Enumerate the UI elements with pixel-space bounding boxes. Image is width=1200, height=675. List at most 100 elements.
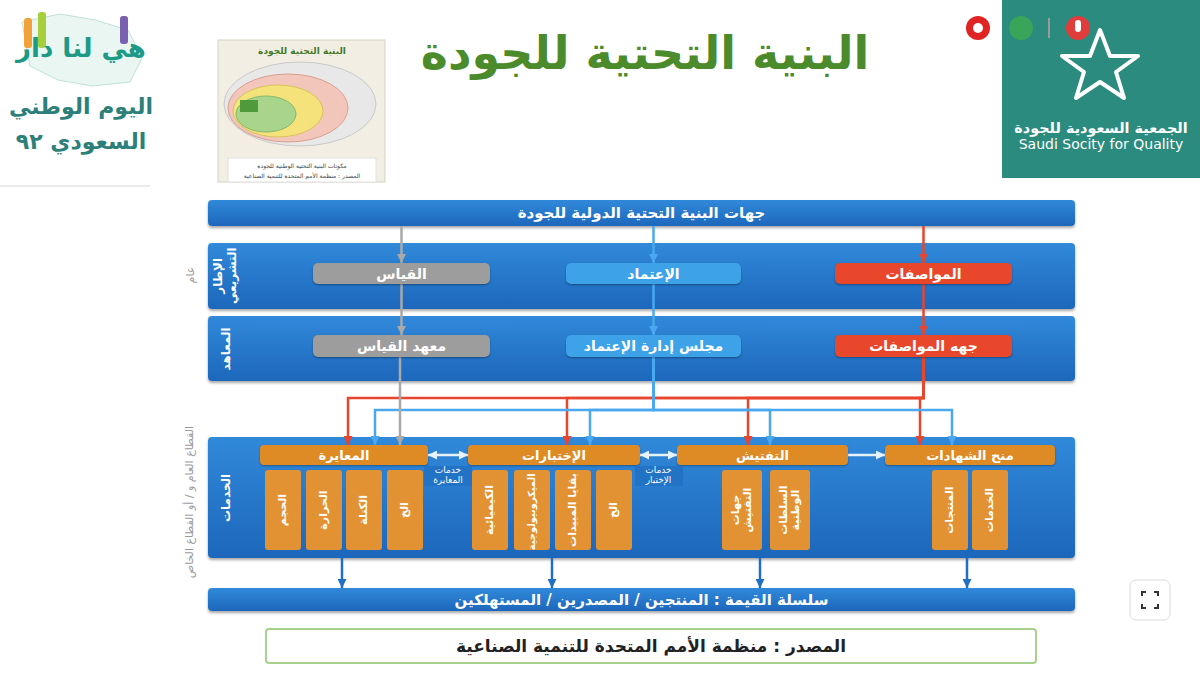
- connector: [348, 357, 924, 445]
- tier-label-slot: الخدمات: [210, 437, 242, 558]
- stats-icon: [1009, 16, 1033, 40]
- thumb-frame: [218, 40, 385, 182]
- node-label: السلطات الوطنية: [778, 473, 802, 547]
- node-label: التفتيش: [736, 448, 789, 463]
- node-label: الإختبارات: [522, 448, 586, 463]
- connector: [551, 558, 554, 588]
- tier-label: الخدمات: [219, 440, 233, 555]
- service-column: الحجم: [265, 470, 301, 550]
- logo-text: البنية التحتية للجودة: [258, 46, 346, 56]
- connector-label: خدمات الإختبار: [635, 466, 683, 486]
- service-column: السلطات الوطنية: [770, 470, 810, 550]
- node-label: الخ: [608, 473, 620, 547]
- service-column: جهات التفتيش: [722, 470, 762, 550]
- separator: [1048, 18, 1050, 38]
- connector: [922, 284, 925, 335]
- node-label: المنتجات: [944, 473, 956, 547]
- service-column: الحرارة: [306, 470, 342, 550]
- node-label: جهه المواصفات: [869, 338, 978, 354]
- connector: [922, 226, 925, 263]
- node-label: جهات البنية التحتية الدولية للجودة: [518, 204, 766, 222]
- service-column: الكيميائية: [472, 470, 508, 550]
- record-icon: [966, 16, 990, 40]
- connector: [654, 357, 771, 445]
- service-column: الخ: [596, 470, 632, 550]
- service-header: منح الشهادات: [885, 445, 1055, 465]
- logo-text: هي لنا دار: [16, 33, 146, 63]
- accreditation-box: الإعتماد: [566, 263, 741, 284]
- toolbar-icons: [966, 16, 1090, 40]
- connector: [652, 284, 655, 335]
- mic-icon: [1075, 20, 1081, 32]
- service-column: الخدمات: [972, 470, 1008, 550]
- mic-icon: [1066, 16, 1090, 40]
- connector: [920, 357, 924, 445]
- expand-glyph: [1142, 592, 1158, 608]
- logo-ground: [1002, 0, 1200, 178]
- standards-box: المواصفات: [835, 263, 1012, 284]
- star-outline: [1062, 30, 1138, 98]
- connector: [966, 558, 969, 588]
- divider: [0, 186, 150, 187]
- expand-button: [1130, 580, 1170, 620]
- node-label: معهد القياس: [357, 338, 446, 354]
- label-slot: عام: [180, 250, 202, 300]
- connector: [400, 226, 403, 263]
- logo-text: اليوم الوطني: [9, 94, 153, 119]
- connector: [375, 357, 654, 445]
- tier-band: المعاهدجهه المواصفاتمجلس إدارة الإعتمادم…: [208, 316, 1075, 381]
- node-label: بقايا المبيدات: [567, 473, 579, 547]
- node-label: الحرارة: [318, 473, 330, 547]
- service-header: الإختبارات: [468, 445, 640, 465]
- connector: [759, 558, 762, 588]
- service-header: التفتيش: [677, 445, 848, 465]
- node-label: المواصفات: [886, 266, 962, 282]
- connector: [567, 357, 924, 445]
- thumb-ring: [228, 74, 348, 142]
- connector: [848, 454, 885, 457]
- metrology-box: القياس: [313, 263, 490, 284]
- label-slot: مكونات البنية التحتية الوطنية للجودة: [230, 160, 374, 170]
- label-slot: اليوم الوطني: [8, 90, 154, 122]
- connector: [399, 357, 402, 445]
- connector: [640, 454, 677, 457]
- node-label: الخ: [399, 473, 411, 547]
- node-label: القياس: [376, 266, 426, 282]
- thumb-ring: [233, 85, 323, 137]
- node-label: سلسلة القيمة : المنتجين / المصدرين / الم…: [455, 591, 829, 609]
- tier-label-slot: الإطار التشريعي: [210, 243, 242, 309]
- title: البنية التحتية للجودة: [421, 26, 870, 80]
- node-label: منح الشهادات: [926, 448, 1013, 463]
- society-name-ar: الجمعية السعودية للجودة: [1014, 120, 1187, 136]
- caption: المصدر : منظمة الأمم المتحدة للتنمية الص…: [456, 636, 846, 656]
- button-frame: [1130, 580, 1170, 620]
- node-label: المعايرة: [319, 448, 370, 463]
- connector-label-slot: خدمات المعايرة: [424, 466, 472, 486]
- caption-box: المصدر : منظمة الأمم المتحدة للتنمية الص…: [265, 628, 1037, 664]
- title-box: البنية التحتية للجودة: [300, 16, 990, 90]
- tier-band: الخدمات منح الشهادات الخدمات المنتجات التفتي…: [208, 437, 1075, 558]
- connector: [590, 357, 654, 445]
- band: جهات البنية التحتية الدولية للجودة: [208, 200, 1075, 226]
- record-icon: [973, 23, 983, 33]
- standards-box: جهه المواصفات: [835, 335, 1012, 357]
- connector: [748, 357, 924, 445]
- thumb-caption-ground: [228, 158, 376, 182]
- thumb-ring: [224, 62, 376, 146]
- society-logo-box: الجمعية السعودية للجودةSaudi Socity for …: [1002, 0, 1200, 178]
- side-label: عام: [185, 252, 197, 298]
- logo-text: المصدر : منظمة الأمم المتحدة للتنمية الص…: [244, 172, 360, 179]
- connector: [400, 284, 403, 335]
- node-label: الخدمات: [984, 473, 996, 547]
- connector: [652, 226, 655, 263]
- thumb-icon: [240, 100, 258, 112]
- logo-text: مكونات البنية التحتية الوطنية للجودة: [257, 162, 346, 169]
- label-slot: السعودي ٩٢: [8, 124, 154, 158]
- connector: [654, 357, 953, 445]
- service-column: الكتلة: [346, 470, 382, 550]
- node-label: الكتلة: [358, 473, 370, 547]
- tier-label-slot: المعاهد: [210, 316, 242, 381]
- service-column: الميكروبيولوجية: [514, 470, 550, 550]
- node-label: الإعتماد: [627, 266, 679, 282]
